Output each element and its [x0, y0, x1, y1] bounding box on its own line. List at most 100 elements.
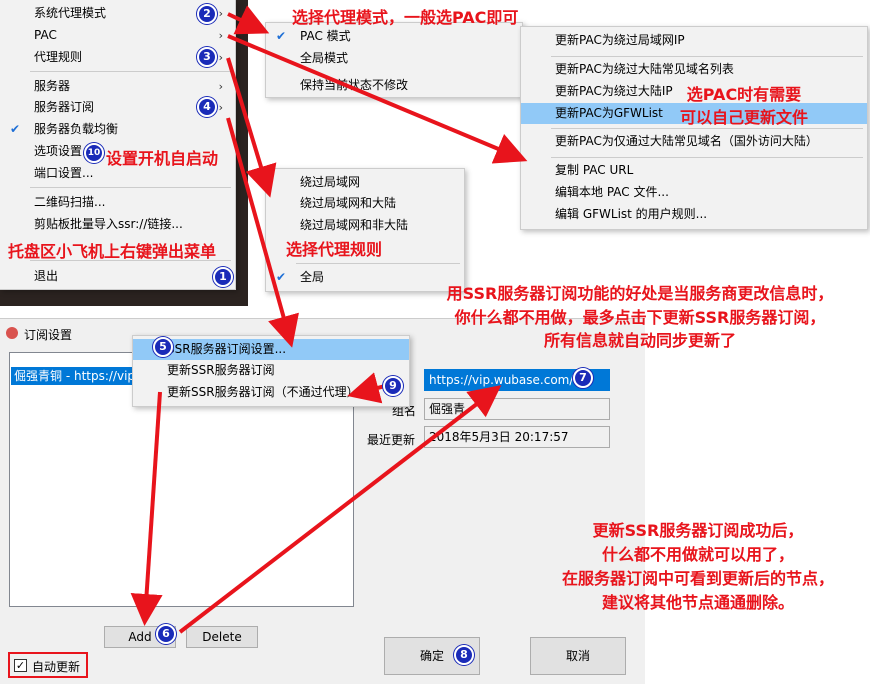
rule-item-bypass-lan[interactable]: 绕过局域网 [266, 172, 464, 193]
tray-context-menu: 系统代理模式› PAC› 代理规则› 服务器› 服务器订阅› ✔服务器负载均衡 … [0, 0, 236, 290]
arrow-subscription [226, 117, 299, 348]
annotation-rules: 选择代理规则 [286, 240, 383, 259]
subscription-dialog: 订阅设置 倔强青铜 - https://vip https://vip.wuba… [0, 318, 645, 684]
annotation-sub-line3: 所有信息就自动同步更新了 [543, 331, 736, 350]
arrow-url [178, 385, 502, 634]
rule-item-global[interactable]: ✔ 全局 [266, 267, 464, 288]
pac-item-copy-url[interactable]: 复制 PAC URL [521, 160, 867, 181]
proxy-mode-submenu: ✔PAC 模式 全局模式 保持当前状态不修改 [265, 22, 523, 98]
sub-item-label: SSR服务器订阅设置... [167, 342, 287, 356]
menu-separator [551, 157, 863, 158]
annotation-done-line2: 什么都不用做就可以用了， [601, 545, 794, 564]
cancel-button[interactable]: 取消 [530, 637, 626, 675]
chevron-right-icon: › [218, 29, 223, 42]
pac-item-china-only[interactable]: 更新PAC为仅通过大陆常见域名（国外访问大陆） [521, 131, 867, 152]
annotation-sub-line2: 你什么都不用做，最多点击下更新SSR服务器订阅， [454, 308, 826, 327]
rule-item-bypass-lan-china[interactable]: 绕过局域网和大陆 [266, 193, 464, 214]
delete-button[interactable]: Delete [186, 626, 258, 648]
sub-item-settings[interactable]: SSR服务器订阅设置... [133, 339, 409, 360]
annotation-proxy-mode: 选择代理模式，一般选PAC即可 [292, 8, 519, 27]
auto-update-label: 自动更新 [32, 660, 81, 674]
tray-item-load-balance[interactable]: ✔服务器负载均衡 [0, 119, 235, 140]
menu-separator [551, 56, 863, 57]
mode-item-global[interactable]: 全局模式 [266, 48, 522, 69]
tray-item-label: 退出 [34, 269, 59, 283]
chevron-right-icon: › [218, 7, 223, 20]
sub-item-update[interactable]: 更新SSR服务器订阅 [133, 360, 409, 381]
tray-item-label: PAC [34, 28, 57, 42]
arrow-add [130, 391, 163, 626]
mode-item-label: 保持当前状态不修改 [300, 78, 409, 92]
step-badge-10: 10 [84, 143, 104, 163]
pac-item-label: 更新PAC为GFWList [555, 106, 663, 120]
pac-submenu: 更新PAC为绕过局域网IP 更新PAC为绕过大陆常见域名列表 更新PAC为绕过大… [520, 26, 868, 230]
dialog-title: 订阅设置 [24, 328, 73, 342]
rule-item-label: 绕过局域网和非大陆 [300, 218, 409, 232]
last-update-field: 2018年5月3日 20:17:57 [424, 426, 610, 448]
step-badge-9: 9 [383, 376, 403, 396]
chevron-right-icon: › [218, 80, 223, 93]
pac-item-china-domains[interactable]: 更新PAC为绕过大陆常见域名列表 [521, 59, 867, 80]
checkmark-icon: ✔ [276, 29, 287, 43]
step-badge-4: 4 [197, 97, 217, 117]
mode-item-label: 全局模式 [300, 51, 349, 65]
annotation-options: 设置开机自启动 [106, 149, 219, 168]
mode-item-pac[interactable]: ✔PAC 模式 [266, 26, 522, 47]
checkmark-icon: ✔ [276, 270, 287, 284]
tray-item-clipboard-import[interactable]: 剪贴板批量导入ssr://链接... [0, 214, 235, 235]
tray-item-subscription[interactable]: 服务器订阅› [0, 97, 235, 118]
sub-item-update-direct[interactable]: 更新SSR服务器订阅（不通过代理） [133, 382, 409, 403]
step-badge-5: 5 [153, 337, 173, 357]
app-icon [6, 327, 18, 339]
tray-item-label: 选项设置... [34, 144, 94, 158]
auto-update-checkbox[interactable]: ✓ [14, 659, 27, 672]
tray-item-proxy-mode[interactable]: 系统代理模式› [0, 3, 235, 24]
menu-separator [30, 187, 231, 188]
tray-item-qr-scan[interactable]: 二维码扫描... [0, 192, 235, 213]
group-label: 组名 [392, 404, 417, 418]
arrow-update-direct [347, 372, 386, 404]
menu-separator [30, 260, 231, 261]
step-badge-1: 1 [213, 267, 233, 287]
list-item[interactable]: 倔强青铜 - https://vip [11, 367, 141, 385]
rule-item-label: 全局 [300, 270, 325, 284]
auto-update-highlight-box [8, 652, 88, 678]
sub-item-label: 更新SSR服务器订阅 [167, 363, 275, 377]
tray-item-servers[interactable]: 服务器 › [0, 76, 235, 97]
pac-item-label: 编辑 GFWList 的用户规则... [555, 207, 708, 221]
step-badge-6: 6 [156, 624, 176, 644]
rule-item-label: 绕过局域网和大陆 [300, 196, 397, 210]
menu-separator [296, 263, 460, 264]
tray-item-label: 代理规则 [34, 50, 83, 64]
tray-item-proxy-rules[interactable]: 代理规则› [0, 47, 235, 68]
annotation-done-line3: 在服务器订阅中可看到更新后的节点， [561, 569, 834, 588]
annotation-pac-line1: 选PAC时有需要 [686, 85, 802, 104]
pac-item-china-ip[interactable]: 更新PAC为绕过大陆IP [521, 81, 867, 102]
tray-item-label: 二维码扫描... [34, 195, 106, 209]
pac-item-label: 更新PAC为绕过大陆IP [555, 84, 673, 98]
rule-item-bypass-lan-nonchina[interactable]: 绕过局域网和非大陆 [266, 215, 464, 236]
pac-item-edit-gfwlist-rules[interactable]: 编辑 GFWList 的用户规则... [521, 204, 867, 225]
pac-item-label: 复制 PAC URL [555, 163, 634, 177]
mode-item-keep[interactable]: 保持当前状态不修改 [266, 75, 522, 96]
rule-item-label: 绕过局域网 [300, 175, 361, 189]
tray-item-port-settings[interactable]: 端口设置... [0, 163, 235, 184]
tray-item-options[interactable]: 选项设置... [0, 141, 235, 162]
annotation-done-line4: 建议将其他节点通通删除。 [601, 593, 794, 612]
pac-item-lan[interactable]: 更新PAC为绕过局域网IP [521, 30, 867, 51]
tray-item-pac[interactable]: PAC › [0, 25, 235, 46]
chevron-right-icon: › [218, 101, 223, 114]
pac-item-edit-local[interactable]: 编辑本地 PAC 文件... [521, 182, 867, 203]
tray-item-label: 剪贴板批量导入ssr://链接... [34, 217, 183, 231]
last-update-label: 最近更新 [367, 433, 416, 447]
menu-separator [30, 71, 231, 72]
arrow-rules [226, 57, 277, 198]
tray-item-exit[interactable]: 退出 [0, 266, 235, 287]
step-badge-2: 2 [197, 4, 217, 24]
pac-item-gfwlist[interactable]: 更新PAC为GFWList [521, 103, 867, 124]
step-badge-7: 7 [573, 368, 593, 388]
tray-item-label: 服务器 [34, 79, 71, 93]
step-badge-8: 8 [454, 645, 474, 665]
pac-item-label: 更新PAC为绕过大陆常见域名列表 [555, 62, 734, 76]
annotation-done-line1: 更新SSR服务器订阅成功后， [592, 521, 804, 540]
